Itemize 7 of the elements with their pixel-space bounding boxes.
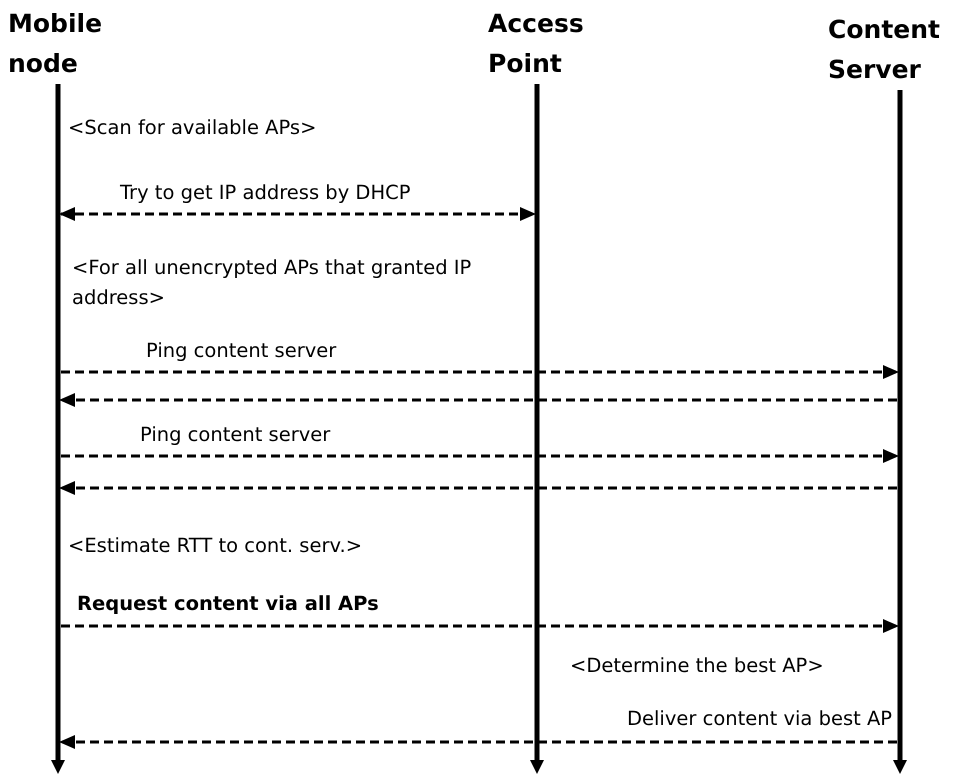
message-arrow <box>61 449 899 463</box>
message-arrow <box>59 735 897 749</box>
message-arrow <box>59 207 536 221</box>
message-arrow <box>59 481 897 495</box>
message-arrow <box>61 365 899 379</box>
message-arrow <box>61 619 899 633</box>
message-arrow <box>59 393 897 407</box>
